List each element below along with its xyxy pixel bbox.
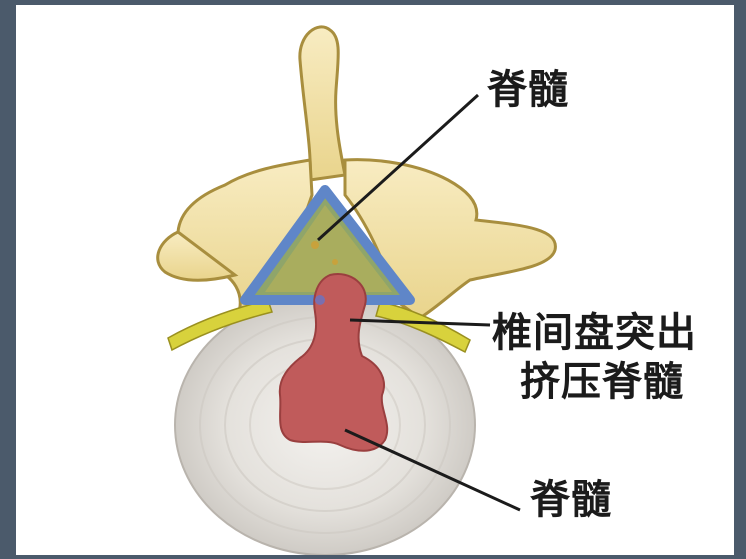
label-spinal-cord-top: 脊髓 [487,70,569,110]
label-compressing-cord: 挤压脊髓 [520,362,684,402]
label-spinal-cord-bottom: 脊髓 [530,480,612,520]
label-disc-herniation: 椎间盘突出 [492,313,697,353]
